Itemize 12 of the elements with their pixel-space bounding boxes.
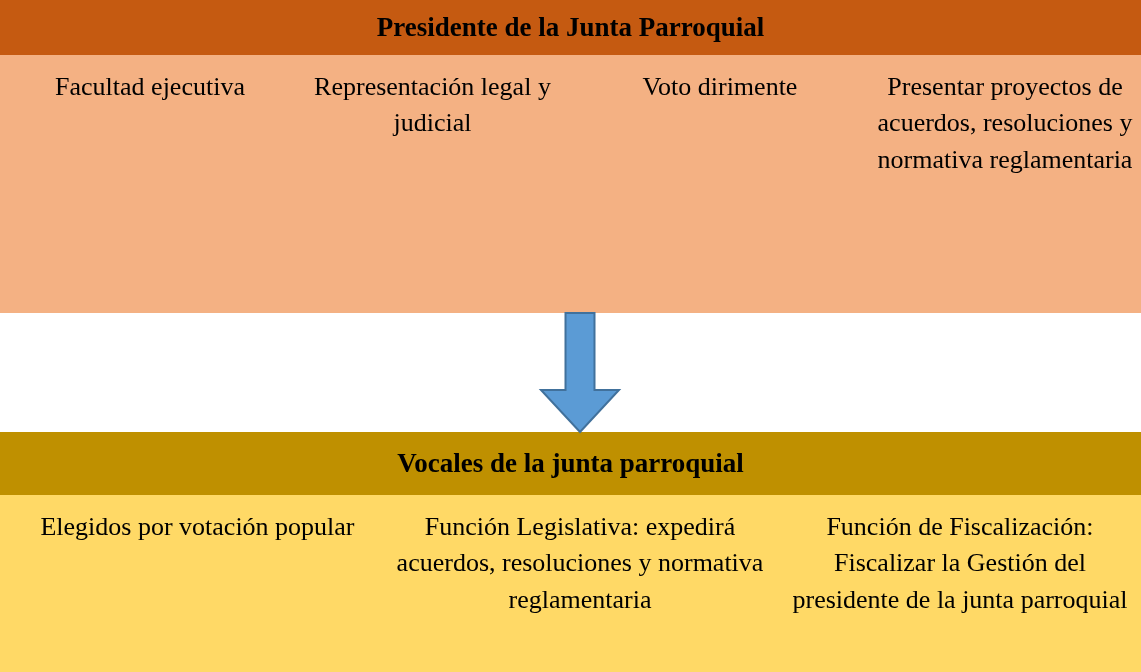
- text-item: Facultad ejecutiva: [10, 69, 290, 106]
- text-item: Voto dirimente: [590, 69, 850, 106]
- group-panel: [0, 432, 1141, 672]
- panel-header: Presidente de la Junta Parroquial: [0, 0, 1141, 55]
- group-panel: [0, 0, 1141, 313]
- text-item: Presentar proyectos de acuerdos, resoluciones y normativa reglamentaria: [870, 69, 1140, 179]
- block-arrow: [538, 312, 622, 434]
- text-item: Función de Fiscalización: Fiscalizar la Gestión del presidente de la junta parroquial: [780, 509, 1140, 619]
- text-item: Función Legislativa: expedirá acuerdos, resoluciones y normativa reglamentaria: [395, 509, 765, 619]
- text-item: Representación legal y judicial: [300, 69, 565, 142]
- panel-header: Vocales de la junta parroquial: [0, 432, 1141, 495]
- text-item: Elegidos por votación popular: [20, 509, 375, 546]
